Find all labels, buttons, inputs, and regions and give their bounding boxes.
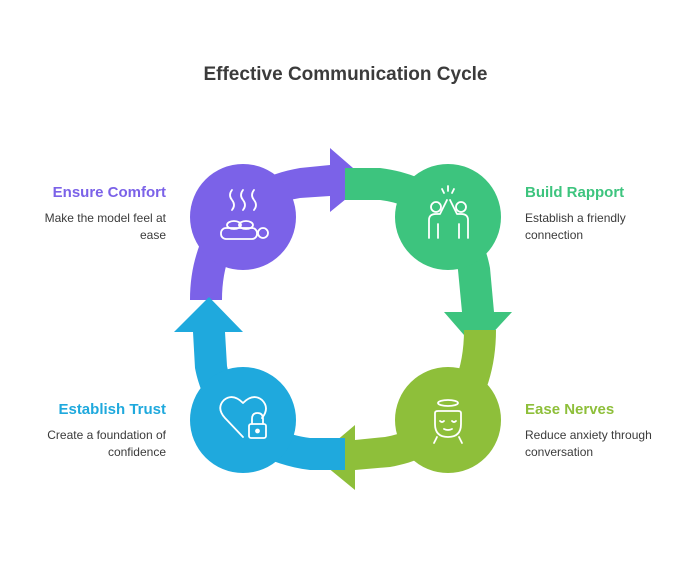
stage-title-nerves: Ease Nerves — [525, 401, 615, 418]
calm-face-icon — [433, 399, 463, 444]
node-trust — [190, 367, 296, 473]
node-rapport — [395, 164, 501, 270]
stage-title-rapport: Build Rapport — [525, 184, 625, 201]
arrow-nerves-to-trust — [316, 330, 496, 490]
stage-title-comfort: Ensure Comfort — [52, 184, 166, 201]
arrow-trust-to-comfort — [174, 297, 345, 470]
stage-desc-trust: Create a foundation of confidence — [47, 428, 166, 459]
node-comfort — [190, 164, 296, 270]
stage-desc-nerves: Reduce anxiety through conversation — [525, 428, 652, 459]
stage-desc-comfort: Make the model feel at ease — [44, 211, 166, 242]
arrow-rapport-to-nerves — [345, 168, 512, 350]
stage-desc-rapport: Establish a friendly connection — [525, 211, 626, 242]
node-nerves — [395, 367, 501, 473]
massage-relax-icon — [220, 189, 269, 240]
arrow-comfort-to-rapport — [190, 148, 368, 300]
high-five-icon — [428, 185, 469, 239]
stage-title-trust: Establish Trust — [58, 401, 166, 418]
diagram-title: Effective Communication Cycle — [203, 64, 488, 85]
heart-lock-icon — [219, 396, 267, 439]
